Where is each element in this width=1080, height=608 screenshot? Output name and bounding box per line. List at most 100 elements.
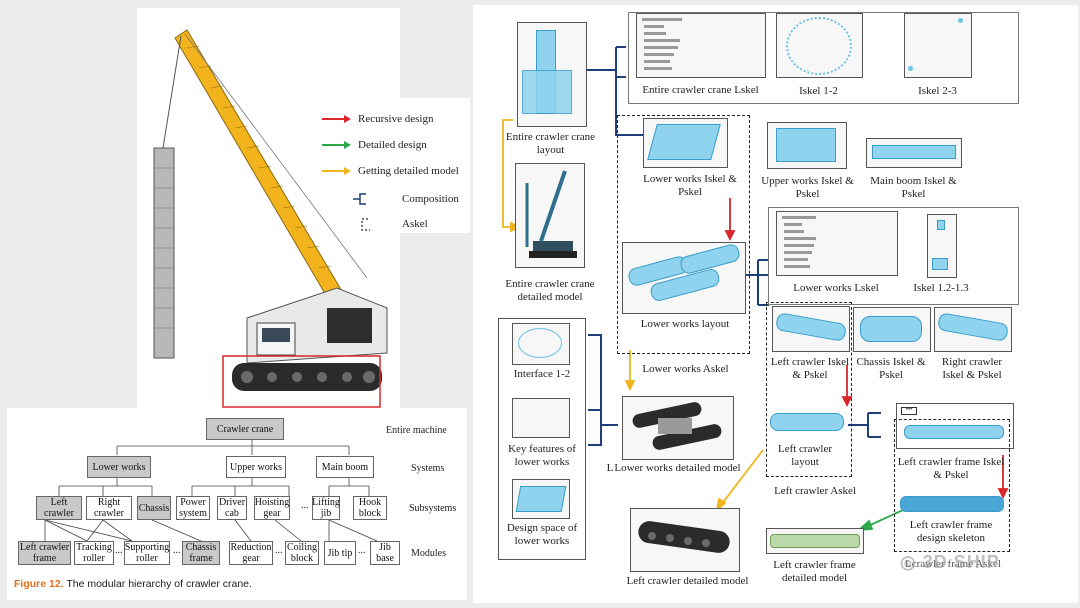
hier-sub-hoisting-gear: Hoisting gear [254, 496, 290, 520]
label-iskel1213: Iskel 1.2-1.3 [913, 282, 969, 294]
key-features-thumb [512, 398, 570, 438]
left-crawler-askel-frame [766, 302, 852, 477]
watermark-text: 3D SHIP [922, 552, 1000, 572]
iskel1213-bottom [932, 258, 948, 270]
hierarchy-connectors [44, 440, 378, 542]
legend-composition: Composition [402, 193, 459, 205]
entire-layout-base [522, 70, 572, 114]
lcf-askel-text: crawler frame Askel [911, 558, 1001, 570]
label-lower-works-askel: Lower works Askel [642, 363, 729, 375]
hier-sub-power-system: Power system [176, 496, 210, 520]
hier-ellipsis-mod1: ... [115, 545, 123, 556]
legend-recursive: Recursive design [358, 113, 434, 125]
hier-level-systems: Systems [411, 463, 445, 474]
label-left-crawler: Left crawler Iskel & Pskel [770, 356, 850, 381]
lower-works-detailed-icon [632, 402, 722, 450]
hier-mod-coiling-block: Coiling block [285, 541, 319, 565]
legend-arrows [322, 115, 370, 231]
label-upper-works: Upper works Iskel & Pskel [761, 175, 854, 200]
hier-level-entire: Entire machine [386, 425, 447, 436]
label-lcf-design: Left crawler frame design skeleton [909, 519, 993, 544]
label-lcf-detailed: Left crawler frame detailed model [773, 559, 856, 584]
lower-works-iskel-shape [647, 124, 721, 160]
entire-detailed-crane-icon [525, 170, 577, 258]
hier-root: Crawler crane [206, 418, 284, 440]
label-chassis: Chassis Iskel & Pskel [856, 356, 926, 381]
hier-level-modules: Modules [411, 548, 446, 559]
label-main-boom: Main boom Iskel & Pskel [870, 175, 957, 200]
hier-sub-right-crawler: Right crawler [86, 496, 132, 520]
label-iskel23: Iskel 2-3 [918, 85, 957, 97]
label-interface: Interface 1-2 [513, 368, 571, 380]
lcf-detailed-shape [770, 534, 860, 548]
lcf-design-shape [900, 496, 1004, 512]
left-crawler-detailed-icon [638, 521, 730, 553]
label-lcf-iskel: Left crawler frame Iskel & Pskel [897, 456, 1005, 481]
label-design-space: Design space of lower works [506, 522, 578, 547]
lcf-askel-frame [894, 419, 1010, 552]
chassis-shape [860, 316, 922, 342]
hier-ellipsis-mod4: ... [358, 545, 366, 556]
main-boom-shape [872, 145, 956, 159]
label-left-crawler-detailed: Left crawler detailed model [626, 575, 749, 587]
label-iskel12: Iskel 1-2 [799, 85, 838, 97]
hier-ellipsis-mod2: ... [173, 545, 181, 556]
hier-sub-lifting-jib: Lifting jib [312, 496, 340, 520]
hier-mod-tracking-roller: Tracking roller [74, 541, 114, 565]
iskel23-dot1 [958, 18, 963, 23]
hier-sub-hook-block: Hook block [353, 496, 387, 520]
hier-ellipsis-sub: ... [301, 500, 309, 511]
caption-prefix: Figure 12. [14, 578, 64, 590]
iskel1213-top [937, 220, 945, 230]
watermark: ◎ 3D SHIP [900, 552, 1000, 573]
label-lcf-askel-overlay: Lcrawler frame Askel [905, 558, 1035, 571]
label-left-crawler-askel: Left crawler Askel [774, 485, 856, 497]
label-right-crawler: Right crawler Iskel & Pskel [941, 356, 1003, 381]
lower-works-askel-frame [617, 115, 750, 354]
label-key-features: Key features of lower works [508, 443, 576, 468]
design-space-shape [515, 486, 567, 512]
legend-getting: Getting detailed model [358, 165, 459, 177]
iskel12-ring [786, 17, 852, 75]
interface-ring [518, 328, 562, 358]
lskel-group-frame [628, 12, 1019, 104]
label-lowerworks-cut: L [606, 462, 614, 474]
legend-panel [310, 98, 470, 233]
label-lower-works-lskel: Lower works Lskel [793, 282, 879, 294]
iskel23-dot2 [908, 66, 913, 71]
left-crawler-layout-shape [770, 413, 844, 431]
figure-caption: Figure 12. The modular hierarchy of craw… [14, 578, 252, 590]
legend-detailed: Detailed design [358, 139, 427, 151]
hier-level-subsystems: Subsystems [409, 503, 457, 514]
hier-system-lower-works: Lower works [87, 456, 151, 478]
hier-sub-left-crawler: Left crawler [36, 496, 82, 520]
label-entire-detailed: Entire crawler crane detailed model [505, 278, 595, 303]
hier-system-upper-works: Upper works [226, 456, 286, 478]
hier-mod-jib-base: Jib base [370, 541, 400, 565]
lcf-more-icon: ••• [901, 407, 917, 415]
lcf-iskel-shape [904, 425, 1004, 439]
hier-mod-supporting-roller: Supporting roller [124, 541, 170, 565]
hier-mod-jib-tip: Jib tip [324, 541, 356, 565]
lcf-askel-prefix: L [905, 558, 912, 570]
hier-mod-reduction-gear: Reduction gear [229, 541, 273, 565]
lower-lskel-group-frame [768, 207, 1019, 305]
lower-lskel-tree-icon [782, 216, 816, 268]
lcf-group-frame [896, 403, 1014, 449]
label-lower-works-detailed: Lower works detailed model [614, 462, 741, 474]
label-entire-layout: Entire crawler crane layout [505, 131, 596, 156]
hier-sub-driver-cab: Driver cab [217, 496, 247, 520]
caption-text: The modular hierarchy of crawler crane. [63, 578, 252, 590]
hier-mod-left-crawler-frame: Left crawler frame [18, 541, 71, 565]
label-entire-lskel: Entire crawler crane Lskel [642, 84, 759, 96]
hier-ellipsis-mod3: ... [275, 545, 283, 556]
left-column-frame [498, 318, 586, 560]
legend-askel: Askel [402, 218, 428, 230]
iskel23-thumb [904, 13, 972, 78]
hier-sub-chassis: Chassis [137, 496, 171, 520]
watermark-icon: ◎ [900, 552, 917, 572]
lskel-tree-icon [642, 18, 682, 70]
label-lower-works-iskel: Lower works Iskel & Pskel [643, 173, 737, 198]
upper-works-shape [776, 128, 836, 162]
hier-mod-chassis-frame: Chassis frame [182, 541, 220, 565]
